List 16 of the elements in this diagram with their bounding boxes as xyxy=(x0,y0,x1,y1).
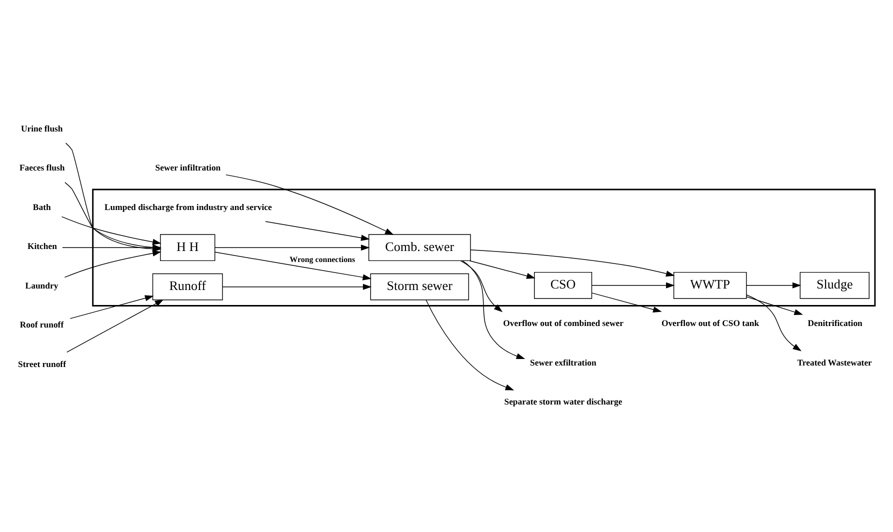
node-text: Lumped discharge from industry and service xyxy=(104,201,272,212)
node-text: Denitrification xyxy=(808,318,862,328)
edge-label: Wrong connections xyxy=(290,254,356,264)
node-text: Separate storm water discharge xyxy=(504,396,622,406)
node-text: Bath xyxy=(32,201,51,212)
node-text: Urine flush xyxy=(20,123,63,133)
node-text: Overflow out of CSO tank xyxy=(661,318,760,328)
node-text: Street runoff xyxy=(18,358,66,368)
node-text: Overflow out of combined sewer xyxy=(503,318,624,328)
node-text: Treated Wastewater xyxy=(797,356,872,367)
node-text: Sewer exfiltration xyxy=(530,356,596,367)
node-text: Sewer infiltration xyxy=(155,162,221,172)
node-text: Faeces flush xyxy=(20,162,65,172)
node-text: Roof runoff xyxy=(20,319,64,330)
node-text: Laundry xyxy=(25,280,58,290)
node-text: Kitchen xyxy=(27,240,57,251)
